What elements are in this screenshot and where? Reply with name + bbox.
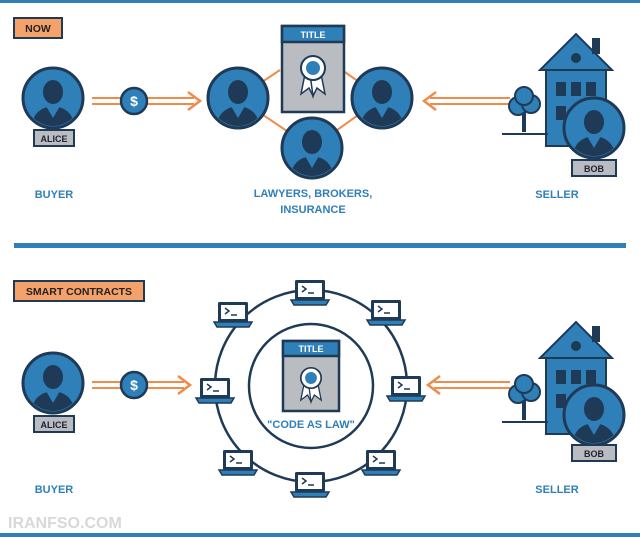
buyer-avatar <box>23 68 83 132</box>
laptop-icon <box>213 301 253 328</box>
seller-arrow-2 <box>425 375 510 395</box>
dollar-icon-2: $ <box>119 370 149 400</box>
laptop-icon <box>386 375 426 402</box>
buyer-avatar-2 <box>23 353 83 417</box>
dollar-icon: $ <box>119 86 149 116</box>
title-card <box>280 24 346 114</box>
center-caption: "CODE AS LAW" <box>267 419 355 431</box>
seller-badge-label-2: BOB <box>584 449 605 459</box>
now-tag <box>13 17 63 39</box>
laptop-icon <box>361 449 401 476</box>
laptop-icon <box>195 377 235 404</box>
laptop-icon <box>218 449 258 476</box>
buyer-caption-2: BUYER <box>35 484 74 496</box>
seal-icon <box>300 55 326 97</box>
watermark: IRANFSO.COM <box>8 515 122 532</box>
smart-tag-label: SMART CONTRACTS <box>26 286 132 298</box>
top-rule <box>0 0 640 3</box>
section-divider <box>14 243 626 248</box>
title-card-label: TITLE <box>301 30 326 40</box>
buyer-badge-2 <box>33 415 75 433</box>
laptop-icon <box>290 279 330 306</box>
seller-caption: SELLER <box>535 189 578 201</box>
svg-text:$: $ <box>130 93 138 109</box>
network-ring-inner <box>247 322 375 450</box>
buyer-caption: BUYER <box>35 189 74 201</box>
seller-caption-2: SELLER <box>535 484 578 496</box>
lawyer-avatar <box>208 68 268 132</box>
laptop-icon <box>366 299 406 326</box>
buyer-badge-label: ALICE <box>41 134 68 144</box>
seal-icon <box>299 366 323 403</box>
buyer-badge-label-2: ALICE <box>41 420 68 430</box>
now-section: NOW ALICE BUYER $ TITLE <box>13 17 624 216</box>
smart-tag <box>13 280 145 302</box>
svg-text:$: $ <box>130 377 138 393</box>
tree-icon <box>508 86 541 133</box>
seller-badge-2 <box>571 444 617 462</box>
buyer-badge <box>33 129 75 147</box>
seller-arrow <box>421 91 510 111</box>
seller-badge-label: BOB <box>584 164 605 174</box>
insurance-avatar <box>282 118 342 182</box>
title-card-2 <box>281 339 341 413</box>
now-tag-label: NOW <box>25 23 51 35</box>
seller-avatar-2 <box>564 385 624 449</box>
bottom-rule <box>0 533 640 537</box>
middle-caption-line2: INSURANCE <box>280 204 345 216</box>
title-card-label-2: TITLE <box>299 344 324 354</box>
broker-avatar <box>352 68 412 132</box>
seller-badge <box>571 159 617 177</box>
seller-avatar <box>564 98 624 162</box>
laptop-icon <box>290 471 330 498</box>
middle-caption-line1: LAWYERS, BROKERS, <box>254 188 373 200</box>
tree-icon-2 <box>508 374 541 421</box>
smart-section: SMART CONTRACTS ALICE BUYER $ <box>13 279 624 498</box>
